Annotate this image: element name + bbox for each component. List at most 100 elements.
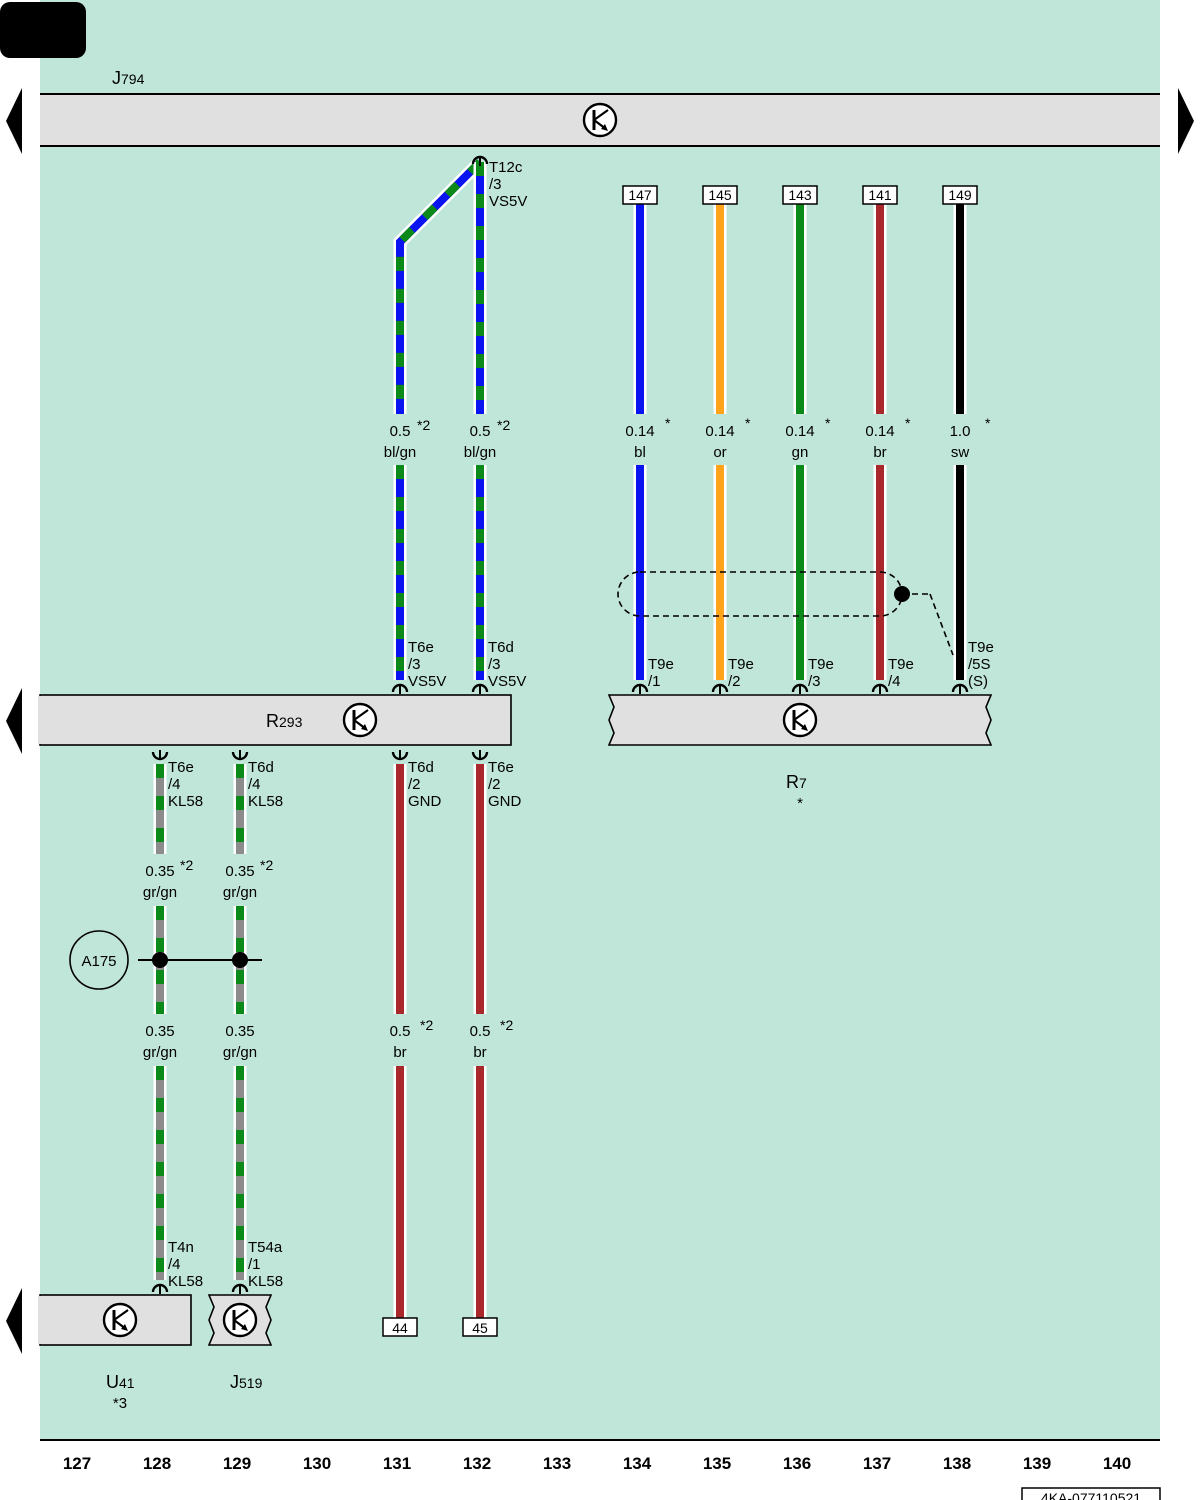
transistor-icon: [342, 702, 378, 738]
transistor-icon: [782, 702, 818, 738]
wire-size: 1.0: [950, 423, 971, 440]
wire-color: gr/gn: [143, 884, 177, 901]
page-prev-arrow[interactable]: [6, 88, 22, 154]
wire-size: 0.14: [625, 423, 654, 440]
ref-box-149[interactable]: 149: [942, 185, 978, 205]
column-number: 134: [623, 1454, 652, 1473]
connector-terminals: [151, 155, 969, 1294]
component-r7-note: *: [797, 795, 803, 812]
ref-box-149-text: 149: [948, 187, 972, 203]
wire-note: *2: [180, 857, 193, 873]
document-code-text: 4KA-077110521: [1041, 1490, 1141, 1500]
transistor-icon: [102, 1302, 138, 1338]
wire-size: 0.35: [145, 863, 174, 880]
connector-t9e-1-label: T9e/1: [648, 656, 674, 690]
component-r293-label: R293: [266, 711, 303, 731]
ref-box-44-text: 44: [392, 1320, 408, 1336]
wire-note: *: [985, 415, 991, 431]
column-number: 133: [543, 1454, 571, 1473]
page-prev-arrow-r293[interactable]: [6, 688, 22, 754]
wire-note: *: [825, 415, 831, 431]
column-number: 129: [223, 1454, 251, 1473]
page-next-arrow[interactable]: [1178, 88, 1194, 154]
column-number: 138: [943, 1454, 971, 1473]
wire-size: 0.35: [225, 1023, 254, 1040]
wire-note: *2: [500, 1017, 513, 1033]
wire-note: *2: [420, 1017, 433, 1033]
wire-size: 0.5: [390, 423, 411, 440]
wire-size: 0.5: [470, 1023, 491, 1040]
ref-box-44[interactable]: 44: [382, 1317, 418, 1337]
connector-t9e-4-label: T9e/4: [888, 656, 914, 690]
ref-box-147-text: 147: [628, 187, 652, 203]
column-number: 131: [383, 1454, 411, 1473]
wire-color: gr/gn: [223, 884, 257, 901]
ref-box-143-text: 143: [788, 187, 812, 203]
ref-box-45-text: 45: [472, 1320, 488, 1336]
wire-color: gr/gn: [143, 1044, 177, 1061]
wire-size: 0.35: [145, 1023, 174, 1040]
wire-labels: 0.5 bl/gn *2 0.5 bl/gn *2 0.14 bl * 0.14…: [143, 415, 991, 1061]
column-number: 132: [463, 1454, 491, 1473]
component-u41[interactable]: U41 *3: [38, 1294, 192, 1412]
wire-color: bl/gn: [464, 444, 497, 461]
wire-note: *: [905, 415, 911, 431]
component-j794-label: J794: [112, 68, 145, 88]
splice-a175-label: A175: [81, 953, 116, 970]
wire-note: *: [745, 415, 751, 431]
wire-color: br: [393, 1044, 406, 1061]
wire-note: *2: [497, 417, 510, 433]
column-number: 136: [783, 1454, 811, 1473]
wire-131-bl-gn[interactable]: [393, 157, 485, 680]
page-prev-arrow-u41[interactable]: [6, 1288, 22, 1354]
page-id-tab: [0, 2, 86, 58]
wire-size: 0.35: [225, 863, 254, 880]
component-u41-label: U41: [106, 1372, 135, 1392]
column-number: 127: [63, 1454, 91, 1473]
column-number: 140: [1103, 1454, 1131, 1473]
component-j519-label: J519: [230, 1372, 263, 1392]
wire-color: gn: [792, 444, 809, 461]
transistor-icon-group: [102, 102, 818, 1338]
document-code: 4KA-077110521: [1021, 1487, 1161, 1500]
column-number: 139: [1023, 1454, 1051, 1473]
component-r293[interactable]: R293: [38, 694, 512, 746]
cable-shield: [617, 571, 954, 656]
column-number: 135: [703, 1454, 731, 1473]
ref-box-143[interactable]: 143: [782, 185, 818, 205]
wire-size: 0.14: [705, 423, 734, 440]
wire-size: 0.14: [865, 423, 894, 440]
wire-color: br: [473, 1044, 486, 1061]
wire-color: gr/gn: [223, 1044, 257, 1061]
wire-color: or: [713, 444, 726, 461]
connector-t9e-2-label: T9e/2: [728, 656, 754, 690]
connector-t9e-5s-label: T9e/5S(S): [968, 639, 994, 690]
column-number: 128: [143, 1454, 171, 1473]
wire-note: *2: [260, 857, 273, 873]
wire-size: 0.14: [785, 423, 814, 440]
ref-box-145[interactable]: 145: [702, 185, 738, 205]
wire-color: br: [873, 444, 886, 461]
wire-note: *: [665, 415, 671, 431]
transistor-icon: [222, 1302, 258, 1338]
transistor-icon: [582, 102, 618, 138]
component-u41-note: *3: [113, 1395, 127, 1412]
connector-t9e-3-label: T9e/3: [808, 656, 834, 690]
splice-a175[interactable]: A175: [69, 930, 262, 990]
wire-color: bl/gn: [384, 444, 417, 461]
ref-box-147[interactable]: 147: [622, 185, 658, 205]
wire-note: *2: [417, 417, 430, 433]
ref-box-45[interactable]: 45: [462, 1317, 498, 1337]
wire-color: sw: [951, 444, 970, 461]
ref-box-141[interactable]: 141: [862, 185, 898, 205]
ref-box-141-text: 141: [868, 187, 892, 203]
